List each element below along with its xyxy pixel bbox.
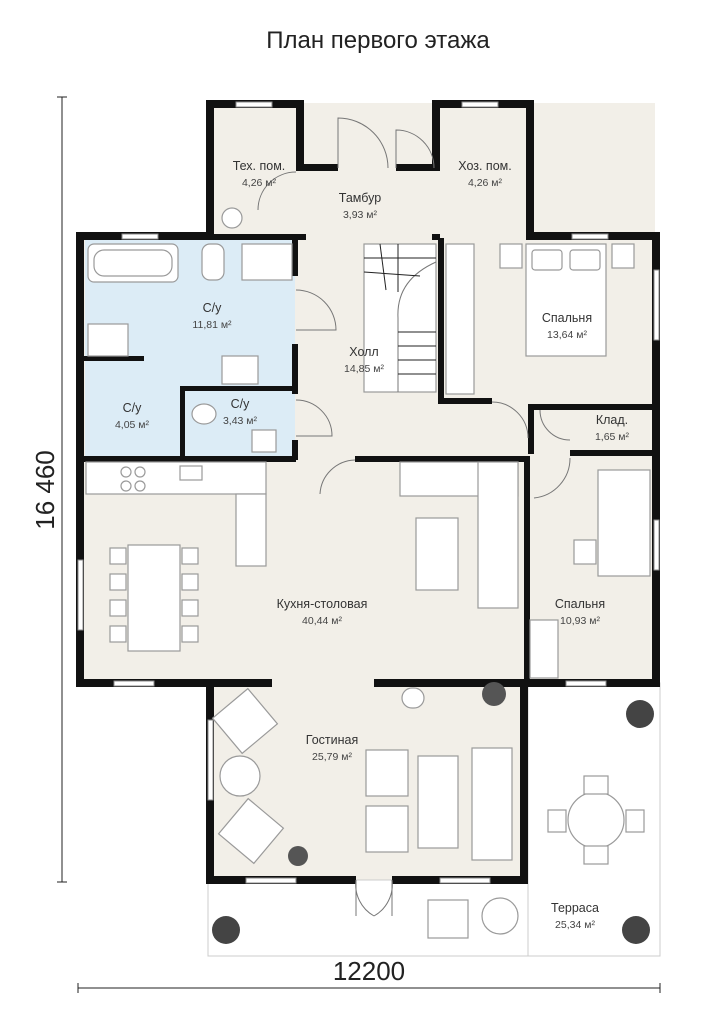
room-area-tambur: 3,93 м² — [343, 209, 378, 221]
room-area-wc1: 11,81 м² — [192, 319, 232, 331]
windows — [77, 101, 660, 884]
room-area-kitchen: 40,44 м² — [302, 615, 342, 627]
staircase — [363, 243, 437, 393]
room-name-tambur: Тамбур — [339, 191, 381, 205]
room-name-hoz: Хоз. пом. — [458, 159, 511, 173]
room-area-wc2: 4,05 м² — [115, 419, 150, 431]
room-name-wc1: С/у — [203, 301, 223, 315]
room-area-hoz: 4,26 м² — [468, 177, 503, 189]
room-area-hall: 14,85 м² — [344, 363, 384, 375]
room-name-kitchen: Кухня-столовая — [277, 597, 368, 611]
room-area-bed2: 10,93 м² — [560, 615, 600, 627]
height-dimension: 16 460 — [30, 450, 60, 530]
room-name-living: Гостиная — [306, 733, 358, 747]
room-area-bed1: 13,64 м² — [547, 329, 587, 341]
doors — [257, 117, 571, 917]
room-labels: Тех. пом. 4,26 м² Тамбур 3,93 м² Хоз. пом. 4,… — [115, 159, 630, 931]
room-area-klad: 1,65 м² — [595, 431, 630, 443]
room-area-tech: 4,26 м² — [242, 177, 277, 189]
room-area-wc3: 3,43 м² — [223, 415, 258, 427]
room-name-tech: Тех. пом. — [233, 159, 286, 173]
furniture — [85, 207, 654, 944]
plan-title: План первого этажа — [266, 27, 490, 54]
room-area-terrace: 25,34 м² — [555, 919, 595, 931]
room-area-living: 25,79 м² — [312, 751, 352, 763]
room-name-klad: Клад. — [596, 413, 628, 427]
room-name-terrace: Терраса — [551, 901, 599, 915]
room-name-wc2: С/у — [123, 401, 143, 415]
width-dimension: 12200 — [333, 956, 405, 986]
room-name-wc3: С/у — [231, 397, 251, 411]
dimension-lines — [57, 96, 661, 993]
room-name-bed1: Спальня — [542, 311, 592, 325]
room-name-bed2: Спальня — [555, 597, 605, 611]
room-name-hall: Холл — [349, 345, 378, 359]
